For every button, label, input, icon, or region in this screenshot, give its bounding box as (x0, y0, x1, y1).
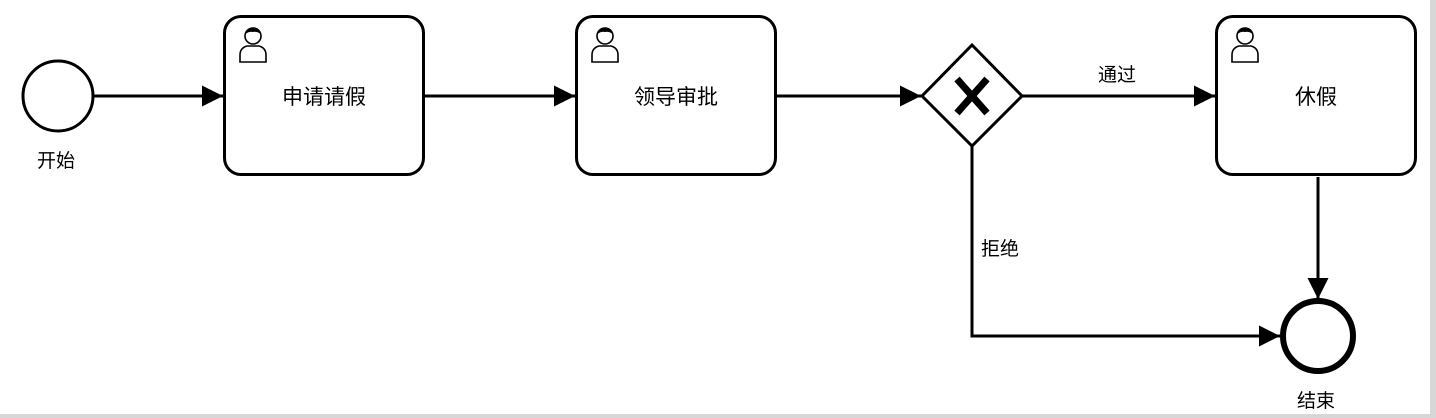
user-icon (234, 24, 272, 64)
task-leader-approval[interactable]: 领导审批 (575, 15, 777, 176)
user-icon (1226, 24, 1264, 64)
task-apply-leave[interactable]: 申请请假 (223, 15, 425, 176)
start-event[interactable] (21, 59, 95, 133)
task-label: 领导审批 (634, 84, 718, 109)
end-event-label: 结束 (1297, 390, 1336, 412)
flow-label-reject: 拒绝 (981, 238, 1020, 260)
gateway-x-icon (954, 76, 990, 116)
flow-gateway-to-end[interactable] (970, 146, 1280, 347)
task-label: 申请请假 (282, 84, 366, 109)
task-label: 休假 (1295, 84, 1337, 109)
task-take-leave[interactable]: 休假 (1215, 15, 1417, 176)
user-icon (586, 24, 624, 64)
end-event[interactable] (1280, 298, 1356, 374)
exclusive-gateway[interactable] (919, 42, 1025, 149)
start-event-label: 开始 (37, 150, 76, 172)
flow-label-approve: 通过 (1098, 64, 1137, 86)
